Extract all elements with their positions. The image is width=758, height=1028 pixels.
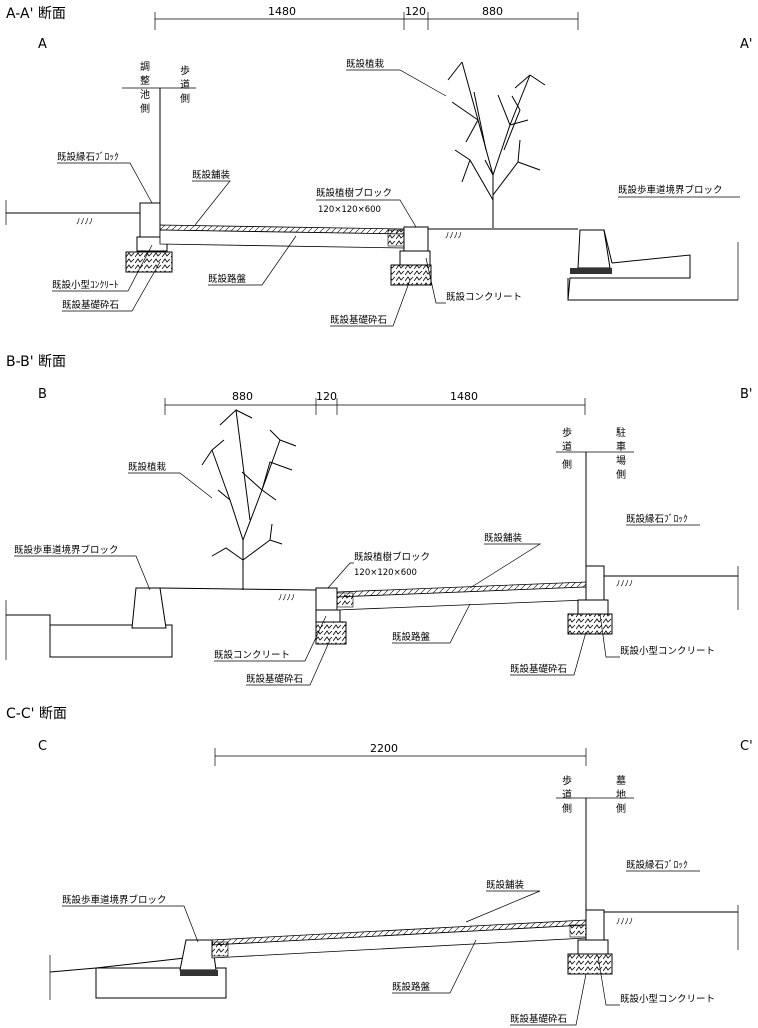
section-a-mark-right: A' <box>740 37 752 52</box>
section-a-label-subgrade: 既設路盤 <box>208 273 247 285</box>
section-a-mark-left: A <box>38 37 47 52</box>
section-a-title: A-A' 断面 <box>6 6 66 22</box>
section-a-base-stone-left <box>125 251 173 273</box>
section-c-side-right-1: 墓 <box>616 774 626 787</box>
section-c-side-right-3: 側 <box>616 802 626 815</box>
section-a-tree <box>447 61 546 228</box>
section-b-tree-block <box>315 587 338 611</box>
section-a-curb <box>139 202 161 238</box>
svg-text:ﾉﾉﾉﾉ: ﾉﾉﾉﾉ <box>445 231 462 241</box>
section-c-side-left-3: 側 <box>562 802 572 815</box>
section-c-dim-1: 2200 <box>370 742 398 755</box>
section-c-side-right-2: 地 <box>616 788 626 801</box>
section-a-label-planting: 既設植栽 <box>346 58 385 70</box>
section-c-label-small-concrete: 既設小型コンクリート <box>620 993 715 1005</box>
section-a-label-small-concrete: 既設小型ｺﾝｸﾘｰﾄ <box>52 279 119 291</box>
section-b-mark-left: B <box>38 387 47 402</box>
svg-text:ﾉﾉﾉﾉ: ﾉﾉﾉﾉ <box>616 917 633 927</box>
section-a-label-pavement: 既設舗装 <box>192 169 231 181</box>
section-b-label-curb: 既設縁石ﾌﾞﾛｯｸ <box>626 513 688 525</box>
section-a-side-left-2: 整 <box>140 74 150 87</box>
section-a-label-concrete: 既設コンクリート <box>446 291 522 303</box>
section-a-label-boundary-block: 既設歩車道境界ブロック <box>618 184 723 196</box>
section-b-label-planting: 既設植栽 <box>128 461 167 473</box>
section-c-label-boundary-block: 既設歩車道境界ブロック <box>62 894 167 906</box>
section-b-dim-1: 880 <box>232 390 253 403</box>
section-b-label-pavement: 既設舗装 <box>484 532 523 544</box>
section-b-tree <box>201 408 297 590</box>
section-a-concrete <box>399 250 431 266</box>
section-a-dim-3: 880 <box>482 5 503 18</box>
section-c-label-curb: 既設縁石ﾌﾞﾛｯｸ <box>626 859 688 871</box>
svg-text:ﾉﾉﾉﾉ: ﾉﾉﾉﾉ <box>76 217 93 227</box>
section-a-side-left-4: 側 <box>140 102 150 115</box>
section-c-small-concrete <box>577 939 609 955</box>
section-a-label-tree-block: 既設植樹ブロック <box>316 187 392 199</box>
section-c-curb <box>585 909 605 941</box>
section-c-mark-right: C' <box>740 739 753 754</box>
section-a-label-base-stone: 既設基礎砕石 <box>330 314 387 326</box>
section-b-side-right-3: 場 <box>616 454 626 467</box>
section-b-dim-3: 1480 <box>450 390 478 403</box>
section-c-mark-left: C <box>38 739 47 754</box>
section-b-boundary-block <box>131 587 167 629</box>
section-c-label-pavement: 既設舗装 <box>486 879 525 891</box>
section-b-title: B-B' 断面 <box>6 354 66 370</box>
section-a-label-curb: 既設縁石ﾌﾞﾛｯｸ <box>57 151 119 163</box>
section-b-label-concrete: 既設コンクリート <box>214 649 290 661</box>
section-b-side-left-1: 歩 <box>562 426 572 439</box>
section-a-label-base-stone-left: 既設基礎砕石 <box>62 299 119 311</box>
section-b-label-boundary-block: 既設歩車道境界ブロック <box>14 544 119 556</box>
section-c-label-subgrade: 既設路盤 <box>392 981 431 993</box>
section-a-dimension: 1480 120 880 <box>154 5 579 30</box>
section-b-label-tree-block: 既設植樹ブロック <box>354 551 430 563</box>
section-b-dim-2: 120 <box>316 390 337 403</box>
section-b-dimension: 880 120 1480 <box>164 390 586 415</box>
section-a-label-tree-block-size: 120×120×600 <box>318 205 381 215</box>
section-c-label-base-stone: 既設基礎砕石 <box>510 1013 567 1025</box>
section-a-dim-2: 120 <box>405 5 426 18</box>
svg-text:ﾉﾉﾉﾉ: ﾉﾉﾉﾉ <box>278 593 295 603</box>
section-c-title: C-C' 断面 <box>6 706 67 722</box>
section-b-label-tree-block-size: 120×120×600 <box>354 568 417 578</box>
section-a-side-right-1: 歩 <box>180 64 190 77</box>
section-a-side-left-3: 池 <box>140 88 150 101</box>
section-c-side-left-2: 道 <box>562 788 572 801</box>
svg-text:ﾉﾉﾉﾉ: ﾉﾉﾉﾉ <box>616 579 633 589</box>
section-a: A-A' 断面 A A' 1480 120 880 調 整 池 側 歩 道 側 … <box>5 5 752 327</box>
section-b-label-base-stone-right: 既設基礎砕石 <box>510 663 567 675</box>
section-a-side-left-1: 調 <box>140 60 150 73</box>
section-b-curb <box>585 565 605 601</box>
section-b-side-right-4: 側 <box>616 468 626 481</box>
section-a-dim-1: 1480 <box>268 5 296 18</box>
section-c-side-left-1: 歩 <box>562 774 572 787</box>
section-b-side-right-1: 駐 <box>616 426 626 439</box>
section-b-concrete <box>315 609 341 623</box>
section-c-dimension: 2200 <box>214 742 587 766</box>
section-c-base-stone <box>567 953 613 975</box>
section-a-base-stone <box>390 264 432 286</box>
section-b-label-subgrade: 既設路盤 <box>392 631 431 643</box>
section-b-side-right-2: 車 <box>616 440 626 453</box>
section-b-base-stone-right <box>567 613 613 635</box>
section-a-side-right-3: 側 <box>180 92 190 105</box>
section-b-small-concrete <box>577 599 609 615</box>
section-c-boundary-block <box>179 939 217 971</box>
section-b-label-small-concrete: 既設小型コンクリート <box>620 645 715 657</box>
section-b-side-left-2: 道 <box>562 440 572 453</box>
section-b-side-left-3: 側 <box>562 458 572 471</box>
section-c: C-C' 断面 C C' 2200 歩 道 側 墓 地 側 ﾉﾉ <box>6 706 753 1026</box>
section-a-tree-block <box>403 226 429 252</box>
section-b-base-stone-mid <box>315 621 347 645</box>
section-b: B-B' 断面 B B' 880 120 1480 歩 道 側 駐 車 場 側 … <box>5 354 753 686</box>
section-a-side-right-2: 道 <box>180 78 190 91</box>
section-b-mark-right: B' <box>740 387 753 402</box>
section-b-label-base-stone-mid: 既設基礎砕石 <box>246 673 303 685</box>
